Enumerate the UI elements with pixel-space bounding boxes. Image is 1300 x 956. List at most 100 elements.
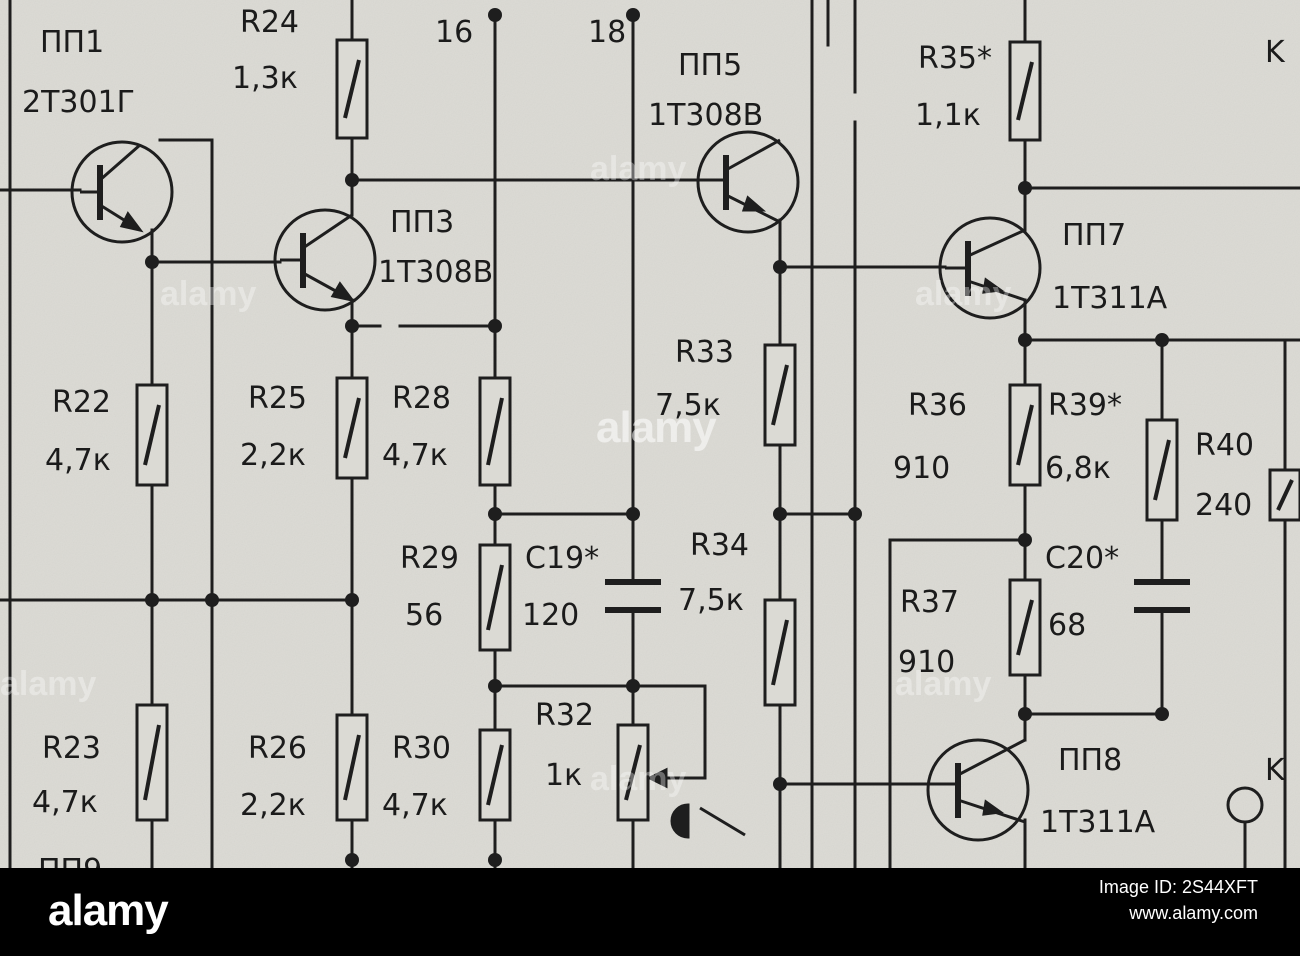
resistor-r39-ref: R39* [1048,388,1122,423]
resistor-r40-value: 240 [1195,488,1252,523]
transistor-pp3-type: 1T308B [378,255,493,290]
resistor-r24-value: 1,3к [232,61,298,96]
transistor-pp5-symbol [696,130,800,234]
junction-dot [773,777,787,791]
terminal-k-symbol [1226,786,1264,824]
junction-dot [1018,707,1032,721]
junction-dot [345,853,359,867]
stock-photo-footer [0,868,1300,956]
junction-dot [773,260,787,274]
alamy-logo: alamy [48,886,169,935]
junction-dot [488,319,502,333]
site-url: www.alamy.com [1129,903,1258,923]
transistor-symbols [70,130,1042,842]
watermark-tile: alamy [160,275,257,313]
resistor-r29-body [478,543,512,652]
transistor-pp1-type: 2T301Г [22,85,135,120]
transistor-pp3-ref: ПП3 [390,205,454,240]
trimmer-indicator-icon [670,803,690,839]
junction-dot [488,679,502,693]
resistor-r32-body [616,723,650,822]
resistor-r30-ref: R30 [392,731,451,766]
resistor-r36-value: 910 [893,451,950,486]
resistor-r23-value: 4,7к [32,785,98,820]
resistor-r26-ref: R26 [248,731,307,766]
watermark-tile: alamy [915,275,1012,313]
junction-dot [488,507,502,521]
resistor-r33-ref: R33 [675,335,734,370]
junction-dot [145,593,159,607]
watermark-tile: alamy [590,150,687,188]
junction-dot [1155,707,1169,721]
transistor-pp5-type: 1T308B [648,98,763,133]
resistor-r28-value: 4,7к [382,438,448,473]
paper-texture [0,0,1300,868]
node-18-label: 18 [588,15,626,50]
transistor-pp8-symbol [926,738,1030,842]
transistor-pp1-ref: ПП1 [40,25,104,60]
resistor-r22-ref: R22 [52,385,111,420]
junction-dot [626,507,640,521]
resistor-r32-value: 1к [545,758,582,793]
junction-dot [1155,333,1169,347]
watermark-tile: alamy [895,665,992,703]
image-id-block: Image ID: 2S44XFT www.alamy.com [1099,874,1258,926]
resistor-r33-value: 7,5к [655,388,721,423]
resistor-r28-ref: R28 [392,381,451,416]
resistor-r29-value: 56 [405,598,443,633]
junction-dot [773,507,787,521]
transistor-pp9-ref: ПП9 [38,853,102,868]
misc-symbols [646,767,1264,839]
watermark-center: alamy [596,403,717,452]
resistor-r35-ref: R35* [918,41,992,76]
transistor-pp1-symbol [70,140,174,244]
resistor-r32-ref: R32 [535,698,594,733]
resistor-r30-value: 4,7к [382,788,448,823]
resistor-r22-body [135,383,169,487]
transistor-pp8-ref: ПП8 [1058,743,1122,778]
junction-dots [145,8,1169,867]
transistor-pp8-type: 1T311A [1040,805,1156,840]
resistor-slashes [143,59,1294,806]
watermark-tile: alamy [0,665,97,703]
resistor-r34-value: 7,5к [678,583,744,618]
resistor-r37-value: 910 [898,645,955,680]
junction-dot [848,507,862,521]
terminal-k-right-label: K [1265,753,1286,788]
junction-dot [1018,333,1032,347]
capacitor-plates [605,579,1190,613]
transistor-pp5-ref: ПП5 [678,48,742,83]
transistor-pp7-type: 1T311A [1052,281,1168,316]
capacitor-c20-ref: C20* [1045,541,1119,576]
component-labels: 16 18 K K ПП1 2T301Г ПП3 1T308B ПП5 1T30… [22,5,1286,868]
terminal-k-top-label: K [1265,35,1286,70]
junction-dot [1018,181,1032,195]
resistor-r39-value: 6,8к [1045,451,1111,486]
resistor-r22-value: 4,7к [45,443,111,478]
resistor-r29-ref: R29 [400,541,459,576]
junction-dot [345,319,359,333]
junction-dot [1018,533,1032,547]
transistor-pp7-ref: ПП7 [1062,218,1126,253]
capacitor-c19-ref: C19* [525,541,599,576]
transistor-pp3-symbol [273,208,377,312]
transistor-pp7-symbol [938,216,1042,320]
capacitor-c19-value: 120 [522,598,579,633]
resistor-r40-ref: R40 [1195,428,1254,463]
node-16-label: 16 [435,15,473,50]
schematic-paper: 16 18 K K ПП1 2T301Г ПП3 1T308B ПП5 1T30… [0,0,1300,868]
resistor-r36-ref: R36 [908,388,967,423]
resistor-r23-ref: R23 [42,731,101,766]
image-id-label: Image ID: 2S44XFT [1098,877,1258,897]
node-16-dot [488,8,502,22]
resistor-r24-ref: R24 [240,5,299,40]
resistor-r35-value: 1,1к [915,98,981,133]
resistor-r26-value: 2,2к [240,788,306,823]
junction-dot [488,853,502,867]
junction-dot [345,173,359,187]
node-18-dot [626,8,640,22]
watermark-tile: alamy [590,760,687,798]
trimmer-wiper-arrow-icon [646,767,668,789]
junction-dot [345,593,359,607]
resistor-r25-value: 2,2к [240,438,306,473]
